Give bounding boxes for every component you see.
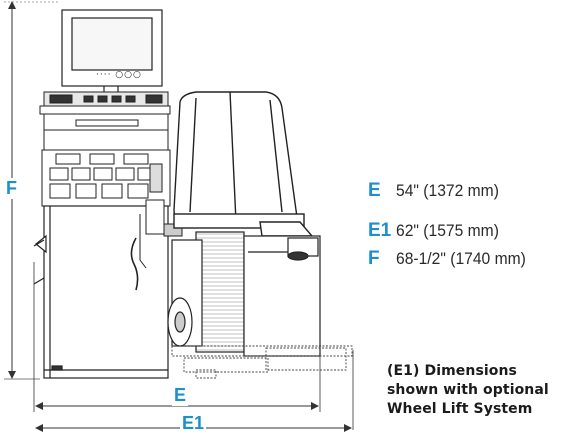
spec-row-f: F 68-1/2" (1740 mm) xyxy=(368,248,537,270)
lift-width-label: E1 xyxy=(180,413,207,434)
spec-letter: E1 xyxy=(368,220,392,241)
width-label: E xyxy=(172,385,189,406)
footnote-line: (E1) Dimensions xyxy=(387,363,517,379)
wheel-lift xyxy=(171,345,353,379)
spec-letter: F xyxy=(368,248,380,269)
cabinet xyxy=(33,205,169,379)
measurement-arm xyxy=(130,199,183,291)
wheel-hood xyxy=(173,91,314,237)
monitor-buttons: ···· ○○○ xyxy=(96,70,142,80)
footnote: (E1) Dimensions shown with optional Whee… xyxy=(387,362,577,419)
spec-row-e: E 54" (1372 mm) xyxy=(368,180,508,202)
weight-tray xyxy=(41,149,171,207)
spec-row-e1: E1 62" (1575 mm) xyxy=(368,220,508,242)
monitor xyxy=(61,9,163,92)
footnote-line: shown with optional xyxy=(387,382,549,398)
footnote-line: Wheel Lift System xyxy=(387,401,533,417)
spec-value: 68-1/2" (1740 mm) xyxy=(396,249,526,268)
wheel-assembly xyxy=(167,231,321,357)
spec-value: 62" (1575 mm) xyxy=(396,221,499,240)
spec-value: 54" (1372 mm) xyxy=(396,181,499,200)
control-panel xyxy=(39,91,171,151)
height-label: F xyxy=(5,178,18,199)
spec-letter: E xyxy=(368,180,381,201)
